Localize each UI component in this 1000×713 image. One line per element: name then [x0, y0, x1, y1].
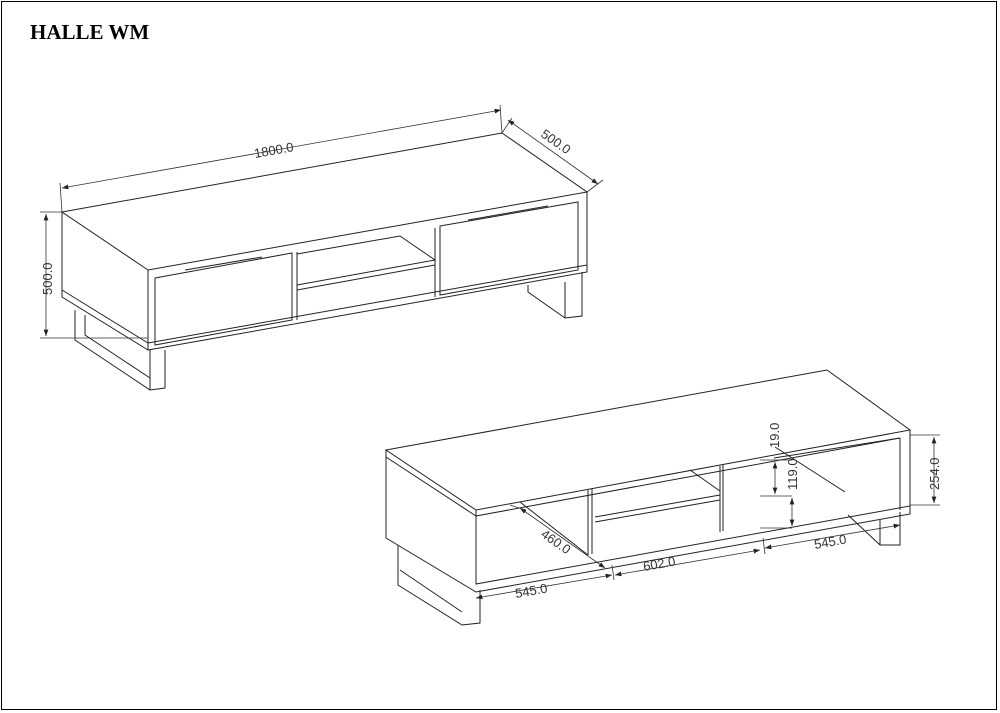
cabinet-closed-view: 1800.0 500.0 500.0 — [40, 104, 604, 391]
dim-depth: 500.0 — [538, 126, 573, 157]
right-leg — [527, 272, 583, 319]
dim-width: 1800.0 — [253, 139, 295, 161]
dim-left-compartment: 545.0 — [514, 581, 549, 601]
left-leg — [74, 310, 166, 391]
left-drawer — [154, 252, 293, 346]
right-drawer — [439, 201, 579, 296]
dim-middle-compartment: 602.0 — [642, 554, 677, 574]
cabinet-open-view: 460.0 545.0 602.0 545.0 19.0 119.0 254.0 — [384, 369, 942, 626]
dim-right-compartment: 545.0 — [813, 532, 848, 552]
dim-shelf-gap: 119.0 — [785, 458, 800, 490]
dim-depth-inner: 460.0 — [538, 526, 573, 557]
dim-inner-height: 254.0 — [927, 457, 942, 490]
left-leg — [397, 545, 481, 626]
dim-shelf-top: 19.0 — [767, 423, 782, 448]
product-title: HALLE WM — [30, 20, 150, 44]
dim-height: 500.0 — [40, 262, 55, 295]
